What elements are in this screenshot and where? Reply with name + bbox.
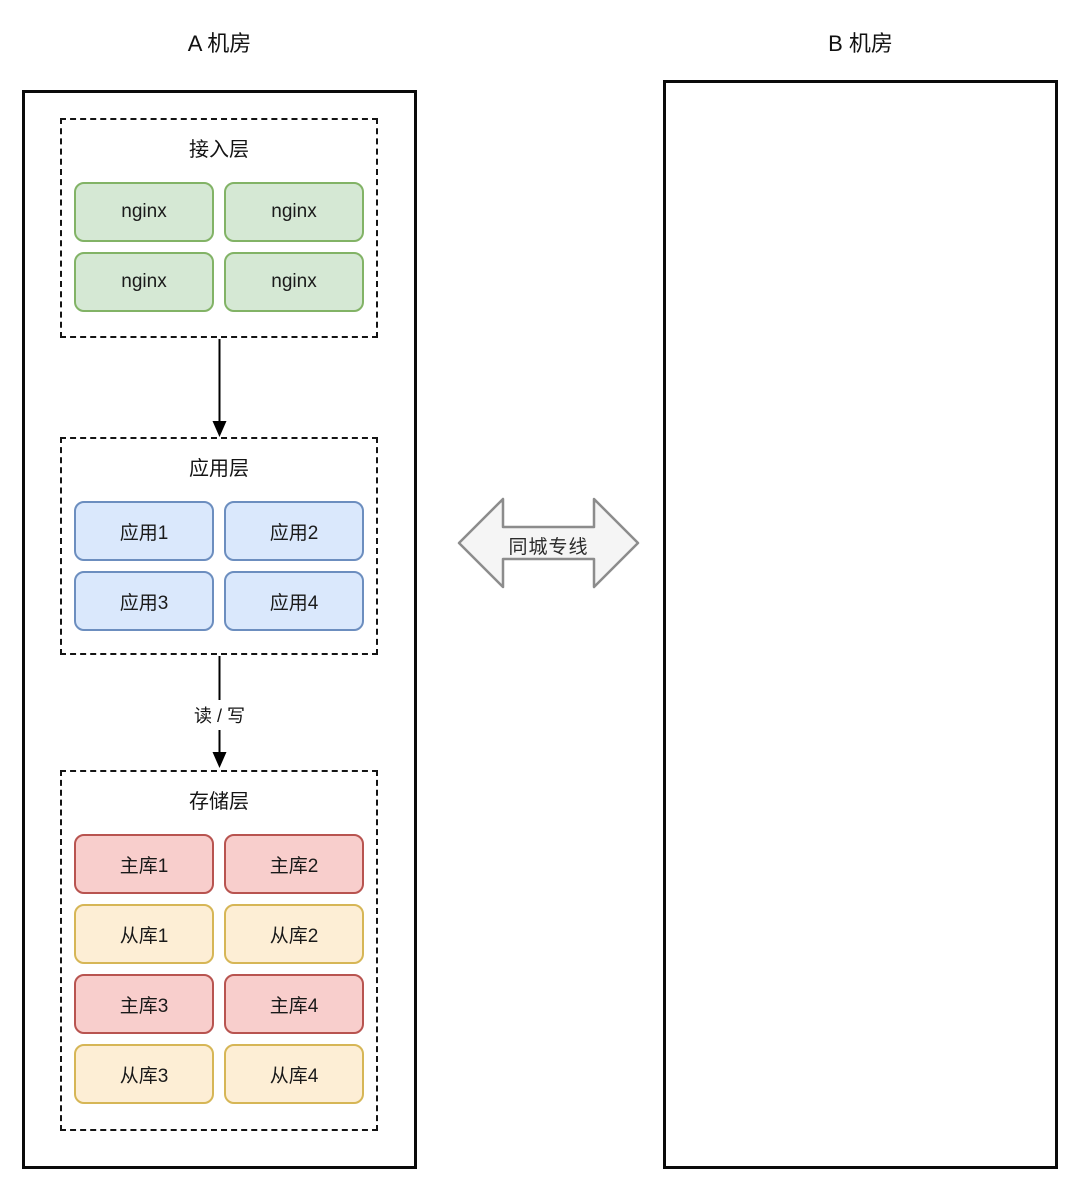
- datacenter-b-title: B 机房: [828, 31, 893, 56]
- storage-node-grid: 主库1 主库2 从库1 从库2 主库3 主库4 从库3 从库4: [62, 834, 376, 1104]
- access-node-4: nginx: [224, 252, 364, 312]
- storage-node-slave-3: 从库3: [74, 1044, 214, 1104]
- storage-node-master-1: 主库1: [74, 834, 214, 894]
- storage-node-master-4: 主库4: [224, 974, 364, 1034]
- storage-node-slave-1: 从库1: [74, 904, 214, 964]
- storage-node-master-2: 主库2: [224, 834, 364, 894]
- access-node-3: nginx: [74, 252, 214, 312]
- application-layer-title: 应用层: [189, 458, 249, 480]
- access-node-grid: nginx nginx nginx nginx: [62, 182, 376, 312]
- storage-layer-title: 存储层: [189, 791, 249, 813]
- storage-node-slave-4: 从库4: [224, 1044, 364, 1104]
- application-layer: 应用层 应用1 应用2 应用3 应用4: [60, 437, 378, 655]
- storage-node-master-3: 主库3: [74, 974, 214, 1034]
- storage-layer: 存储层 主库1 主库2 从库1 从库2 主库3 主库4 从库3 从库4: [60, 770, 378, 1131]
- app-node-4: 应用4: [224, 571, 364, 631]
- app-node-3: 应用3: [74, 571, 214, 631]
- read-write-label: 读 / 写: [169, 700, 270, 730]
- datacenter-b-box: [663, 80, 1058, 1169]
- application-node-grid: 应用1 应用2 应用3 应用4: [62, 501, 376, 631]
- interlink-label: 同城专线: [508, 537, 589, 558]
- access-node-2: nginx: [224, 182, 364, 242]
- app-node-1: 应用1: [74, 501, 214, 561]
- access-node-1: nginx: [74, 182, 214, 242]
- storage-node-slave-2: 从库2: [224, 904, 364, 964]
- app-node-2: 应用2: [224, 501, 364, 561]
- access-layer-title: 接入层: [189, 139, 249, 161]
- datacenter-a-title: A 机房: [187, 31, 252, 56]
- access-layer: 接入层 nginx nginx nginx nginx: [60, 118, 378, 338]
